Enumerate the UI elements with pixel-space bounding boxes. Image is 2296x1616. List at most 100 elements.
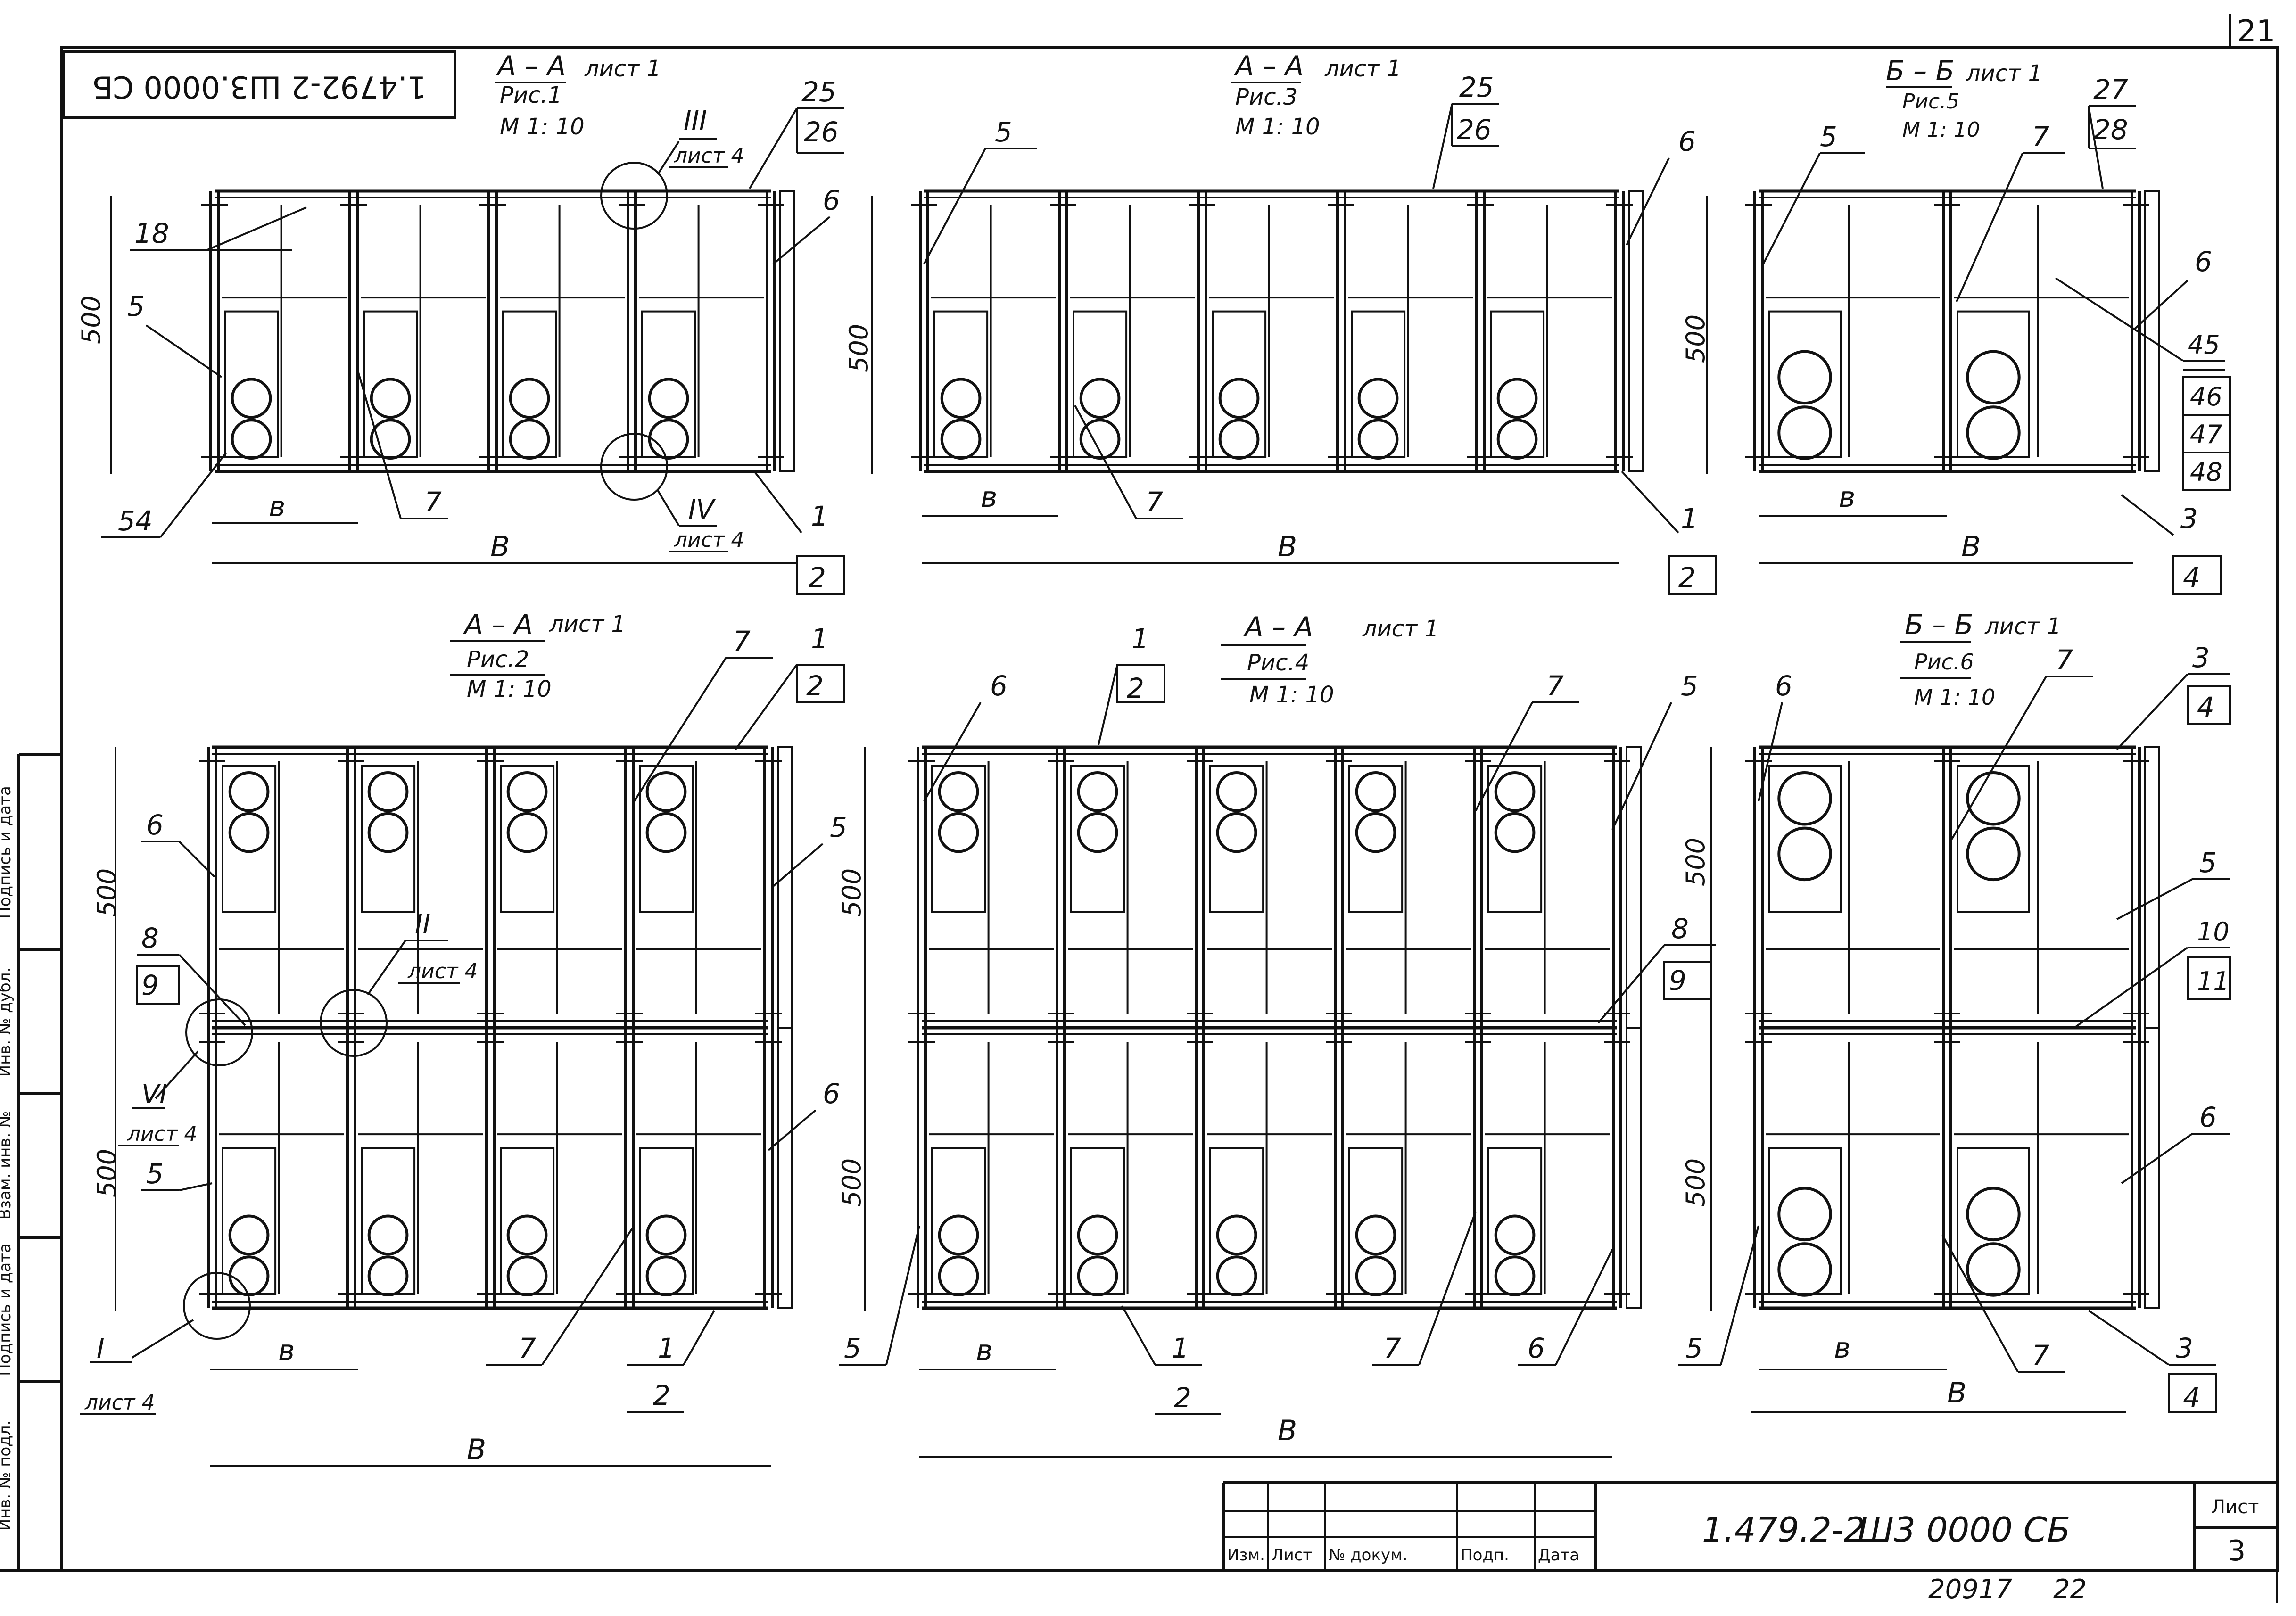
- leader-lines: [80, 103, 2231, 1415]
- fig2-scale: М 1: 10: [467, 676, 552, 702]
- socket-circle: [1355, 1214, 1396, 1256]
- callout-6-fig1: 6: [823, 184, 840, 216]
- socket-circle: [228, 1214, 270, 1256]
- fig1-fig: Рис.1: [500, 82, 562, 108]
- fig6-header: Б – Б лист 1 Рис.6 М 1: 10: [1900, 609, 2061, 710]
- dimensions: 500 в В 500 в В 500 в В 500 500 в В 500 …: [76, 196, 2133, 1467]
- socket-circle: [1355, 771, 1396, 812]
- callout-18-fig1: 18: [134, 217, 169, 249]
- socket-circle: [1777, 771, 1832, 826]
- fig3-dim-b-small: в: [981, 481, 997, 514]
- fig3-panel: [911, 189, 1644, 473]
- detail-I-ref: лист 4: [84, 1391, 155, 1415]
- fig5-header: Б – Б лист 1 Рис.5 М 1: 10: [1886, 55, 2042, 142]
- fig2-dim-b-large: В: [467, 1433, 486, 1466]
- socket-box: [1209, 765, 1264, 913]
- socket-circle: [231, 378, 272, 419]
- detail-II: II: [415, 909, 430, 940]
- socket-circle: [1216, 1255, 1257, 1297]
- fig1-dim-500: 500: [76, 296, 106, 344]
- socket-circle: [1216, 771, 1257, 812]
- figure-headers: А – А лист 1 Рис.1 М 1: 10 А – А лист 1 …: [450, 50, 2061, 710]
- socket-circle: [938, 1255, 979, 1297]
- panel-drawings: [199, 189, 2160, 1310]
- fig3-header: А – А лист 1 Рис.3 М 1: 10: [1231, 50, 1401, 140]
- fig4-dim-500b: 500: [837, 1158, 867, 1207]
- callout-1-fig2: 1: [811, 623, 828, 655]
- fig6-dim-b-small: в: [1834, 1332, 1850, 1365]
- socket-circle: [367, 771, 409, 812]
- socket-circle: [940, 419, 982, 460]
- callout-6-fig4-top: 6: [990, 670, 1008, 702]
- callout-2-fig4: 2: [1127, 672, 1144, 704]
- callout-5-fig2-bot: 5: [146, 1158, 164, 1190]
- callout-25-fig3: 25: [1459, 71, 1494, 103]
- fig4-section: А – А: [1243, 611, 1313, 643]
- socket-circle: [1077, 1214, 1118, 1256]
- socket-circle: [1357, 419, 1399, 460]
- side-stamp-1: Инв. № подл.: [0, 1420, 15, 1531]
- fig1-section: А – А: [496, 50, 566, 82]
- callout-6-fig6-top: 6: [1775, 670, 1792, 702]
- sheet-number: 3: [2228, 1534, 2246, 1567]
- socket-circle: [1496, 378, 1538, 419]
- socket-circle: [1218, 378, 1260, 419]
- callout-6-fig2-top: 6: [146, 809, 164, 841]
- socket-circle: [1966, 1187, 2021, 1242]
- fig6-sheet: лист 1: [1984, 613, 2061, 640]
- socket-box: [1070, 765, 1125, 913]
- socket-circle: [1216, 812, 1257, 853]
- fig1-panel: [201, 189, 795, 473]
- fig1-scale: М 1: 10: [500, 114, 585, 140]
- detail-markers: [183, 162, 668, 1340]
- doc-designation: Ш3 0000 СБ: [1858, 1510, 2070, 1550]
- callout-4-fig5: 4: [2183, 561, 2200, 594]
- callout-7-fig4-bot: 7: [1384, 1332, 1401, 1364]
- fig4-sheet: лист 1: [1362, 616, 1439, 642]
- title-block: Изм. Лист № докум. Подп. Дата 1.479.2-2 …: [1222, 1481, 2277, 1605]
- fig6-dim-500b: 500: [1681, 1158, 1710, 1207]
- fig6-dim-b-large: В: [1947, 1377, 1966, 1410]
- fig4-dim-b-small: в: [976, 1334, 992, 1367]
- detail-III: III: [684, 106, 707, 136]
- socket-circle: [645, 812, 687, 853]
- tb-list: Лист: [1272, 1546, 1312, 1565]
- tb-doc: № докум.: [1329, 1546, 1408, 1565]
- callout-6-fig6-bot: 6: [2199, 1101, 2217, 1133]
- fig3-dim-500: 500: [844, 324, 874, 372]
- socket-circle: [1966, 826, 2021, 882]
- fig2-dim-500a: 500: [92, 868, 122, 917]
- side-stamp-5: Подпись и дата: [0, 786, 15, 919]
- callout-5-fig5: 5: [1820, 121, 1837, 153]
- callout-48-fig5: 48: [2190, 457, 2222, 487]
- panel-cut-edge: [2144, 746, 2160, 1029]
- fig2-header: А – А лист 1 Рис.2 М 1: 10: [450, 609, 626, 702]
- socket-circle: [938, 1214, 979, 1256]
- socket-box: [1487, 765, 1543, 913]
- fig3-sheet: лист 1: [1324, 56, 1401, 82]
- callout-7-fig5: 7: [2032, 121, 2049, 153]
- socket-circle: [938, 812, 979, 853]
- fig2-dim-b-small: в: [278, 1334, 295, 1367]
- archive-suffix: 22: [2053, 1574, 2087, 1605]
- fig5-panel: [1745, 189, 2160, 473]
- callout-2-fig3: 2: [1678, 561, 1696, 594]
- socket-circle: [1494, 771, 1536, 812]
- callout-11-fig6: 11: [2197, 966, 2230, 996]
- stamp-rotated-text: 1.4792-2 Ш3.0000 СБ: [92, 69, 426, 104]
- fig3-fig: Рис.3: [1235, 84, 1297, 110]
- side-stamp-2: Подпись и дата: [0, 1243, 15, 1376]
- callout-3-fig6-bot: 3: [2176, 1332, 2193, 1364]
- detail-IV-ref: лист 4: [674, 528, 744, 552]
- callout-3-fig5: 3: [2180, 503, 2198, 535]
- tb-date: Дата: [1538, 1546, 1579, 1565]
- fig1-sheet: лист 1: [584, 56, 661, 82]
- fig3-dim-b-large: В: [1278, 530, 1297, 563]
- fig2-dim-500b: 500: [92, 1149, 122, 1197]
- socket-circle: [1966, 771, 2021, 826]
- callout-6-fig3: 6: [1678, 125, 1696, 157]
- callout-7-fig2-bot: 7: [519, 1332, 536, 1364]
- callout-1-fig4: 1: [1131, 623, 1149, 655]
- detail-I: I: [97, 1334, 105, 1364]
- callout-5-fig2-top: 5: [830, 811, 847, 843]
